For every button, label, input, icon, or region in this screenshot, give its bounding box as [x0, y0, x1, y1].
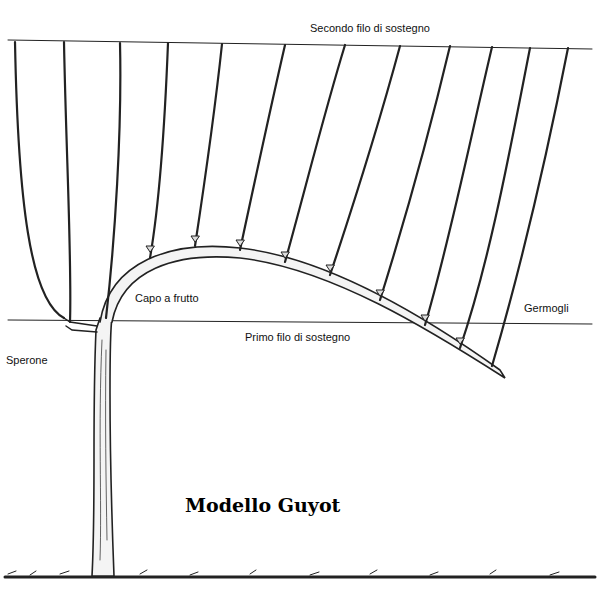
title: Modello Guyot [185, 494, 340, 516]
wire-label: Secondo filo di sostegno [308, 22, 432, 35]
trunk [92, 318, 114, 576]
shoots [15, 42, 568, 366]
upper-wire [8, 40, 592, 49]
spur-label: Sperone [4, 354, 50, 367]
fruiting-cane [100, 246, 505, 378]
spur [64, 318, 97, 332]
shoot-label: Germogli [522, 302, 571, 315]
cane-label: Capo a frutto [133, 292, 201, 305]
wire-label: Primo filo di sostegno [243, 331, 352, 344]
